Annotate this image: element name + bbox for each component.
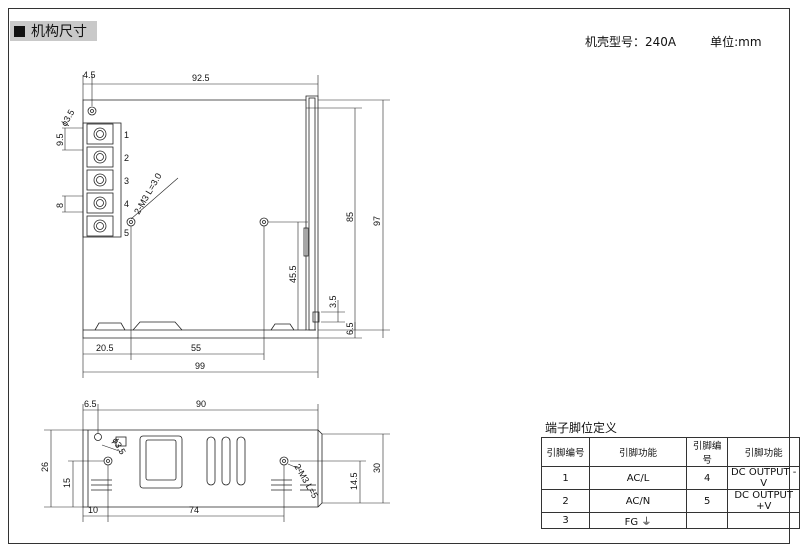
dim-85: 85 [345,212,355,222]
dim-9-5: 9.5 [55,133,65,146]
dim-20-5: 20.5 [96,343,114,353]
square-bullet-icon [14,25,25,37]
header-pin-func-2: 引脚功能 [727,437,800,467]
case-info: 机壳型号：240A 单位:mm [585,33,762,50]
terminal-label-3: 3 [124,176,129,186]
cell: AC/L [589,466,687,490]
dim-15: 15 [62,478,72,488]
pin-definition-table: 引脚编号 引脚功能 引脚编号 引脚功能 1 AC/L 4 DC OUTPUT -… [540,437,800,529]
section-title-text: 机构尺寸 [31,24,87,40]
dim-74: 74 [189,505,199,515]
cell [685,512,729,529]
dim-30: 30 [372,463,382,473]
dim-screw-side: 2-M3 L=5 [292,462,320,500]
dim-10: 10 [88,505,98,515]
cell: 5 [685,489,729,513]
dim-8: 8 [55,203,65,208]
header-pin-no-1: 引脚编号 [540,437,591,467]
dim-6-5: 6.5 [345,322,355,335]
dim-3-5: 3.5 [328,295,338,308]
terminal-block [82,122,122,238]
terminal-label-5: 5 [124,228,129,238]
dim-55: 55 [191,343,201,353]
table-header-row: 引脚编号 引脚功能 引脚编号 引脚功能 [540,437,800,467]
cell: FG ⏚ [589,512,687,529]
dim-side-6-5: 6.5 [84,399,97,409]
top-view-dimension-lines [62,75,390,378]
dim-hole-side: ϕ3.5 [110,436,127,456]
terminal-label-1: 1 [124,130,129,140]
dim-92-5: 92.5 [192,73,210,83]
mounting-holes-top [87,106,269,227]
side-view-dimension-lines [44,404,390,522]
cell: AC/N [589,489,687,513]
table-row: 3 FG ⏚ [540,512,800,529]
dim-45-5: 45.5 [288,265,298,283]
case-model: 机壳型号：240A [585,35,677,49]
table-row: 2 AC/N 5 DC OUTPUT +V [540,489,800,513]
dim-screw-top: 2-M3 L=3.0 [132,171,164,216]
cell: DC OUTPUT +V [727,489,800,513]
unit-label: 单位:mm [710,35,762,49]
cell: 3 [540,512,591,529]
top-view-outline [82,95,320,339]
dim-14-5: 14.5 [349,472,359,490]
terminal-screws [93,127,107,233]
dim-26: 26 [40,462,50,472]
cell: 2 [540,489,591,513]
dim-hole-top: ϕ3.5 [59,108,76,128]
terminal-label-2: 2 [124,153,129,163]
cell: DC OUTPUT -V [727,466,800,490]
dim-99: 99 [195,361,205,371]
pin-table-title: 端子脚位定义 [545,421,618,435]
section-title: 机构尺寸 [10,21,97,41]
cell [727,512,800,529]
dim-4-5: 4.5 [83,70,96,80]
dim-90: 90 [196,399,206,409]
table-row: 1 AC/L 4 DC OUTPUT -V [540,466,800,490]
header-pin-func-1: 引脚功能 [589,437,687,467]
header-pin-no-2: 引脚编号 [685,437,729,467]
cell: 1 [540,466,591,490]
cell: 4 [685,466,729,490]
terminal-label-4: 4 [124,199,129,209]
drawing-frame [8,8,790,544]
dim-97: 97 [372,216,382,226]
